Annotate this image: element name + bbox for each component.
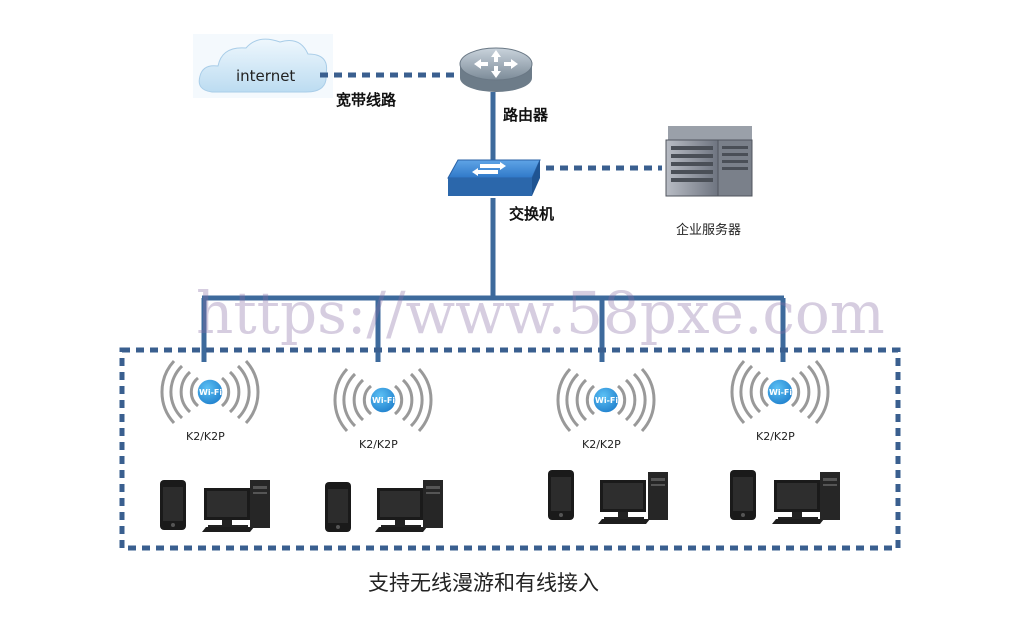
wifi-icon-text: Wi-Fi bbox=[769, 388, 792, 397]
client-devices bbox=[730, 470, 840, 524]
access-point: Wi-Fi K2/K2P bbox=[160, 359, 260, 443]
internet-cloud: internet bbox=[193, 34, 333, 98]
switch: 交换机 bbox=[447, 159, 554, 223]
client-devices bbox=[548, 470, 668, 524]
wifi-icon bbox=[369, 386, 397, 414]
wifi-waves-icon bbox=[333, 367, 433, 433]
desktop-computer-icon bbox=[598, 472, 668, 524]
server-rack-icon bbox=[671, 146, 748, 182]
wifi-waves-icon bbox=[556, 367, 656, 433]
desktop-computer-icon bbox=[772, 472, 840, 524]
access-point-label: K2/K2P bbox=[582, 438, 621, 451]
smartphone-icon bbox=[325, 482, 351, 532]
server: 企业服务器 bbox=[665, 126, 753, 238]
access-point-label: K2/K2P bbox=[186, 430, 225, 443]
wifi-icon bbox=[766, 378, 794, 406]
access-point-label: K2/K2P bbox=[359, 438, 398, 451]
access-point: Wi-Fi K2/K2P bbox=[333, 367, 433, 451]
broadband-label: 宽带线路 bbox=[335, 91, 397, 109]
diagram-caption: 支持无线漫游和有线接入 bbox=[368, 571, 599, 595]
wifi-waves-icon bbox=[160, 359, 260, 425]
access-point: Wi-Fi K2/K2P bbox=[730, 359, 830, 443]
router-arrows-icon bbox=[474, 50, 518, 78]
smartphone-icon bbox=[730, 470, 756, 520]
switch-label: 交换机 bbox=[509, 205, 554, 223]
access-point-label: K2/K2P bbox=[756, 430, 795, 443]
smartphone-icon bbox=[160, 480, 186, 530]
watermark: https://www.58pxe.com bbox=[196, 279, 885, 347]
router-label: 路由器 bbox=[503, 106, 549, 124]
wifi-icon bbox=[592, 386, 620, 414]
router: 路由器 bbox=[459, 47, 549, 124]
wifi-icon-text: Wi-Fi bbox=[372, 396, 395, 405]
wifi-icon bbox=[196, 378, 224, 406]
access-point: Wi-Fi K2/K2P bbox=[556, 367, 656, 451]
wifi-waves-icon bbox=[730, 359, 830, 425]
desktop-computer-icon bbox=[375, 480, 443, 532]
switch-arrows-icon bbox=[472, 162, 506, 176]
server-label: 企业服务器 bbox=[676, 222, 741, 238]
client-devices bbox=[325, 480, 443, 532]
wifi-icon-text: Wi-Fi bbox=[199, 388, 222, 397]
wifi-icon-text: Wi-Fi bbox=[595, 396, 618, 405]
desktop-computer-icon bbox=[202, 480, 270, 532]
client-devices bbox=[160, 480, 270, 532]
internet-label: internet bbox=[236, 67, 295, 85]
wireless-zone-border bbox=[119, 347, 901, 551]
smartphone-icon bbox=[548, 470, 574, 520]
